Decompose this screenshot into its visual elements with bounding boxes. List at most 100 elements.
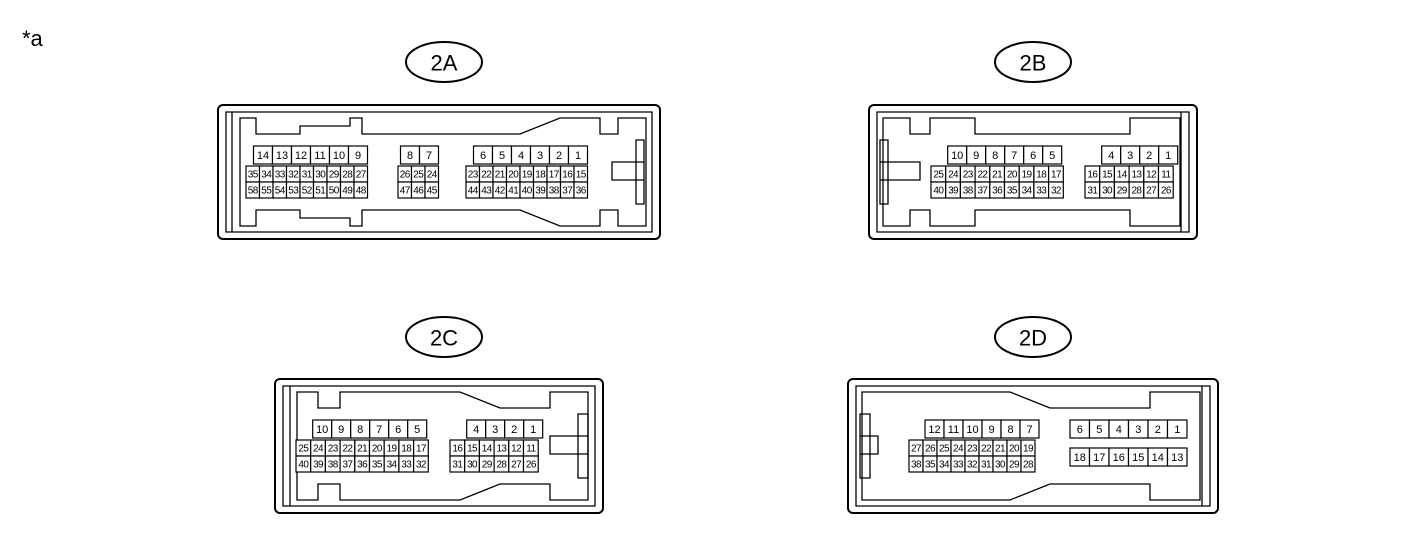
pin-label: 29 (1117, 186, 1128, 197)
pin-label: 37 (342, 460, 353, 471)
pin-label: 11 (314, 150, 325, 162)
pin-label: 35 (248, 170, 259, 181)
pin-label: 40 (298, 460, 309, 471)
pin-label: 26 (1161, 186, 1172, 197)
pin-cell (573, 181, 589, 199)
pin-label: 9 (355, 150, 361, 162)
pin-label: 7 (1026, 424, 1032, 436)
pin-label: 3 (1127, 150, 1133, 162)
pin-label: 32 (967, 460, 978, 471)
pin-label: 40 (933, 186, 944, 197)
pin-label: 23 (328, 444, 339, 455)
pin-label: 40 (522, 186, 533, 197)
pin-label: 27 (511, 460, 522, 471)
pin-label: 9 (338, 424, 344, 436)
pin-label: 1 (575, 150, 581, 162)
pin-label: 23 (468, 170, 479, 181)
pin-cell (418, 145, 440, 165)
pin-label: 53 (288, 186, 299, 197)
pin-label: 3 (537, 150, 543, 162)
pin-label: 28 (1131, 186, 1142, 197)
pin-label: 34 (939, 460, 950, 471)
pin-label: 13 (1171, 452, 1183, 464)
pin-label: 29 (1009, 460, 1020, 471)
pin-label: 43 (481, 186, 492, 197)
pin-label: 22 (977, 170, 988, 181)
connector-2d-title-oval (994, 316, 1072, 358)
pin-cell (1042, 145, 1063, 165)
pin-cell (522, 455, 539, 473)
pin-label: 19 (1022, 170, 1033, 181)
pin-label: 18 (535, 170, 546, 181)
pin-label: 9 (973, 150, 979, 162)
pin-label: 6 (1077, 424, 1083, 436)
pin-label: 17 (1051, 170, 1062, 181)
pin-label: 10 (966, 424, 978, 436)
pin-label: 38 (911, 460, 922, 471)
pin-label: 28 (496, 460, 507, 471)
pin-label: 1 (1174, 424, 1180, 436)
pin-label: 34 (1022, 186, 1033, 197)
pin-label: 21 (995, 444, 1006, 455)
pin-label: 34 (261, 170, 272, 181)
pin-label: 41 (508, 186, 519, 197)
pin-label: 35 (372, 460, 383, 471)
pin-label: 21 (495, 170, 506, 181)
pin-label: 1 (1165, 150, 1171, 162)
pin-label: 37 (562, 186, 573, 197)
pin-label: 13 (496, 444, 507, 455)
pin-cell (353, 181, 369, 199)
pin-label: 4 (1108, 150, 1114, 162)
pin-label: 32 (416, 460, 427, 471)
pin-label: 11 (526, 444, 536, 455)
pin-label: 12 (1146, 170, 1157, 181)
pin-label: 32 (288, 170, 299, 181)
pin-label: 17 (1093, 452, 1105, 464)
pin-label: 36 (992, 186, 1003, 197)
pin-label: 8 (357, 424, 363, 436)
pin-label: 31 (981, 460, 992, 471)
pin-label: 17 (549, 170, 560, 181)
pin-label: 48 (356, 186, 367, 197)
pin-label: 46 (413, 186, 424, 197)
pin-label: 17 (416, 444, 427, 455)
pin-label: 2 (556, 150, 562, 162)
connector-2d-housing (847, 378, 1219, 514)
pin-label: 38 (963, 186, 974, 197)
pin-label: 5 (499, 150, 505, 162)
pin-label: 26 (925, 444, 936, 455)
pin-cell (523, 419, 544, 439)
connector-2b-title-oval (994, 41, 1072, 83)
connector-2a-housing (217, 104, 661, 240)
pin-cell (424, 181, 440, 199)
pin-cell (1047, 181, 1064, 199)
pin-label: 33 (1036, 186, 1047, 197)
pin-label: 52 (302, 186, 313, 197)
pin-label: 29 (329, 170, 340, 181)
pin-label: 50 (329, 186, 340, 197)
pin-label: 37 (977, 186, 988, 197)
connector-2c-title-oval (405, 316, 483, 358)
pin-label: 11 (1161, 170, 1171, 181)
pin-label: 24 (953, 444, 964, 455)
pin-label: 33 (953, 460, 964, 471)
pin-label: 8 (992, 150, 998, 162)
pin-label: 12 (511, 444, 522, 455)
pin-label: 20 (508, 170, 519, 181)
pin-label: 30 (995, 460, 1006, 471)
figure-label: *a (22, 26, 43, 51)
connector-2a-title-oval (405, 41, 483, 83)
pin-label: 7 (376, 424, 382, 436)
pin-label: 31 (452, 460, 463, 471)
pin-label: 2 (1155, 424, 1161, 436)
pin-label: 25 (933, 170, 944, 181)
pin-label: 23 (967, 444, 978, 455)
pin-label: 22 (981, 444, 992, 455)
pin-label: 16 (1087, 170, 1098, 181)
pin-label: 35 (925, 460, 936, 471)
pin-label: 14 (257, 150, 269, 162)
pin-label: 26 (400, 170, 411, 181)
